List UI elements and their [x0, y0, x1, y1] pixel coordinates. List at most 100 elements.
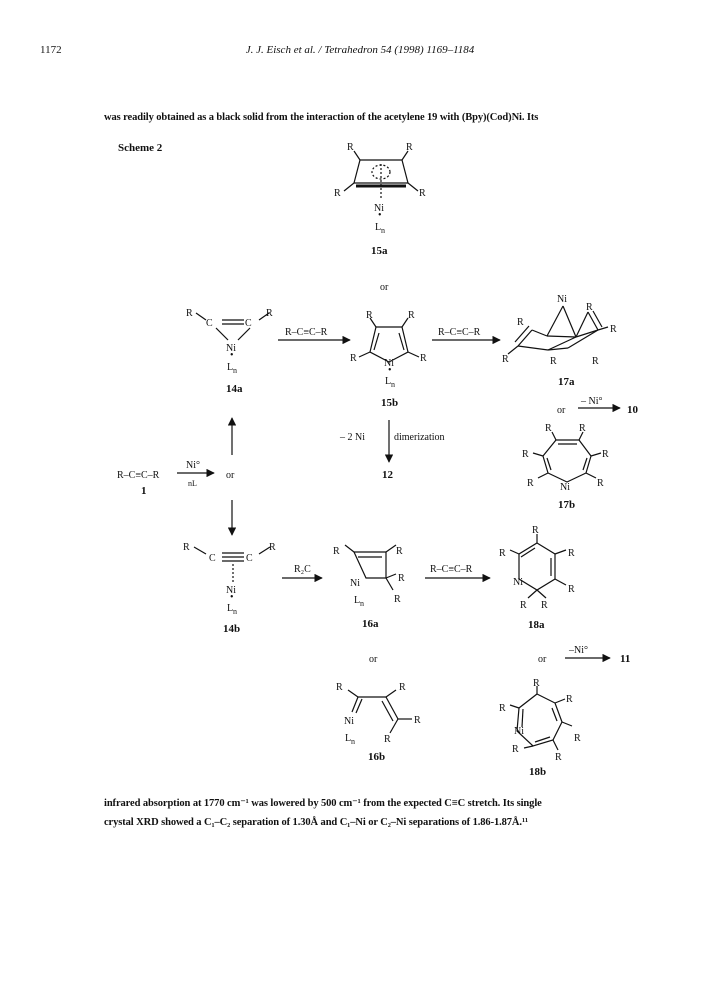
- r-label: R: [336, 682, 343, 693]
- r-label: R: [592, 356, 599, 367]
- r-label: R: [522, 449, 529, 460]
- r-label: R: [183, 542, 190, 553]
- compound-label-15a: 15a: [371, 245, 388, 257]
- r-label: R: [502, 354, 509, 365]
- ni-reagent: Ni°: [186, 460, 200, 471]
- ni-atom: Ni: [560, 482, 570, 493]
- r-label: R: [574, 733, 581, 744]
- start-alkyne: R–C≡C–R: [117, 470, 160, 481]
- r-label: R: [398, 573, 405, 584]
- r-label: R: [586, 302, 593, 313]
- r-label: R: [527, 478, 534, 489]
- r-label: R: [499, 703, 506, 714]
- ligand-reagent: nL: [188, 479, 197, 488]
- compound-label-18b: 18b: [529, 766, 546, 778]
- r-label: R: [545, 423, 552, 434]
- r-label: R: [517, 317, 524, 328]
- ligand-n: n: [233, 607, 237, 616]
- ligand-n: n: [381, 226, 385, 235]
- ni-atom: Ni: [514, 726, 524, 737]
- ni-atom: Ni: [513, 577, 523, 588]
- or-text: or: [557, 405, 566, 416]
- ligand-ln: L: [354, 595, 360, 606]
- r-label: R: [602, 449, 609, 460]
- ni-atom: Ni: [344, 716, 354, 727]
- charge-dot: •: [230, 592, 234, 603]
- or-text: or: [369, 654, 378, 665]
- compound-label-11: 11: [620, 653, 630, 665]
- dimer-reagent: – 2 Ni: [339, 432, 365, 443]
- r-label: R: [568, 584, 575, 595]
- or-text: or: [380, 282, 389, 293]
- ligand-n: n: [351, 737, 355, 746]
- minus-ni-label: –Ni°: [568, 645, 588, 656]
- ni-atom: Ni: [226, 343, 236, 354]
- r-label: R: [408, 310, 415, 321]
- compound-label-12: 12: [382, 469, 394, 481]
- compound-label-1: 1: [141, 485, 147, 497]
- r-label: R: [396, 546, 403, 557]
- ni-atom: Ni: [226, 585, 236, 596]
- ligand-ln: L: [375, 222, 381, 233]
- scheme-title: Scheme 2: [118, 142, 163, 154]
- ligand-n: n: [360, 599, 364, 608]
- r-label: R: [512, 744, 519, 755]
- r-label: R: [406, 142, 413, 153]
- c-atom: C: [246, 553, 253, 564]
- or-text: or: [538, 654, 547, 665]
- r-label: R: [568, 548, 575, 559]
- compound-label-15b: 15b: [381, 397, 398, 409]
- r-label: R: [579, 423, 586, 434]
- ni-atom: Ni: [557, 294, 567, 305]
- compound-label-14b: 14b: [223, 623, 240, 635]
- r-label: R: [541, 600, 548, 611]
- r-label: R: [366, 310, 373, 321]
- r-label: R: [610, 324, 617, 335]
- compound-label-18a: 18a: [528, 619, 545, 631]
- reagent-alkyne: R–C≡C–R: [285, 327, 328, 338]
- charge-dot: •: [388, 365, 392, 376]
- or-text: or: [226, 470, 235, 481]
- ligand-n: n: [233, 366, 237, 375]
- ni-atom: Ni: [384, 358, 394, 369]
- ni-atom: Ni: [350, 578, 360, 589]
- ligand-ln: L: [345, 733, 351, 744]
- page-number: 1172: [40, 44, 62, 56]
- closing-text-line-1: infrared absorption at 1770 cm⁻¹ was low…: [104, 798, 542, 809]
- r-label: R: [266, 308, 273, 319]
- compound-label-17a: 17a: [558, 376, 575, 388]
- charge-dot: •: [230, 350, 234, 361]
- r-label: R: [347, 142, 354, 153]
- r-label: R: [399, 682, 406, 693]
- compound-label-17b: 17b: [558, 499, 575, 511]
- minus-ni-label: – Ni°: [580, 396, 603, 407]
- r-label: R: [420, 353, 427, 364]
- compound-label-16a: 16a: [362, 618, 379, 630]
- r-label: R: [499, 548, 506, 559]
- ligand-ln: L: [227, 362, 233, 373]
- r-label: R: [550, 356, 557, 367]
- r-label: R: [566, 694, 573, 705]
- r-label: R: [333, 546, 340, 557]
- reagent-r2c: R₂C: [294, 564, 311, 575]
- r-label: R: [394, 594, 401, 605]
- r-label: R: [414, 715, 421, 726]
- closing-text-line-2: crystal XRD showed a C₁–C₂ separation of…: [104, 817, 529, 828]
- running-title: J. J. Eisch et al. / Tetrahedron 54 (199…: [245, 44, 475, 56]
- r-label: R: [419, 188, 426, 199]
- intro-text: was readily obtained as a black solid fr…: [104, 112, 539, 123]
- reagent-alkyne: R–C≡C–R: [430, 564, 473, 575]
- ligand-n: n: [391, 380, 395, 389]
- r-label: R: [520, 600, 527, 611]
- r-label: R: [597, 478, 604, 489]
- ligand-ln: L: [385, 376, 391, 387]
- dimer-text: dimerization: [394, 432, 445, 443]
- r-label: R: [350, 353, 357, 364]
- ni-atom: Ni: [374, 203, 384, 214]
- r-label: R: [532, 525, 539, 536]
- r-label: R: [269, 542, 276, 553]
- c-atom: C: [245, 318, 252, 329]
- c-atom: C: [209, 553, 216, 564]
- reagent-alkyne: R–C≡C–R: [438, 327, 481, 338]
